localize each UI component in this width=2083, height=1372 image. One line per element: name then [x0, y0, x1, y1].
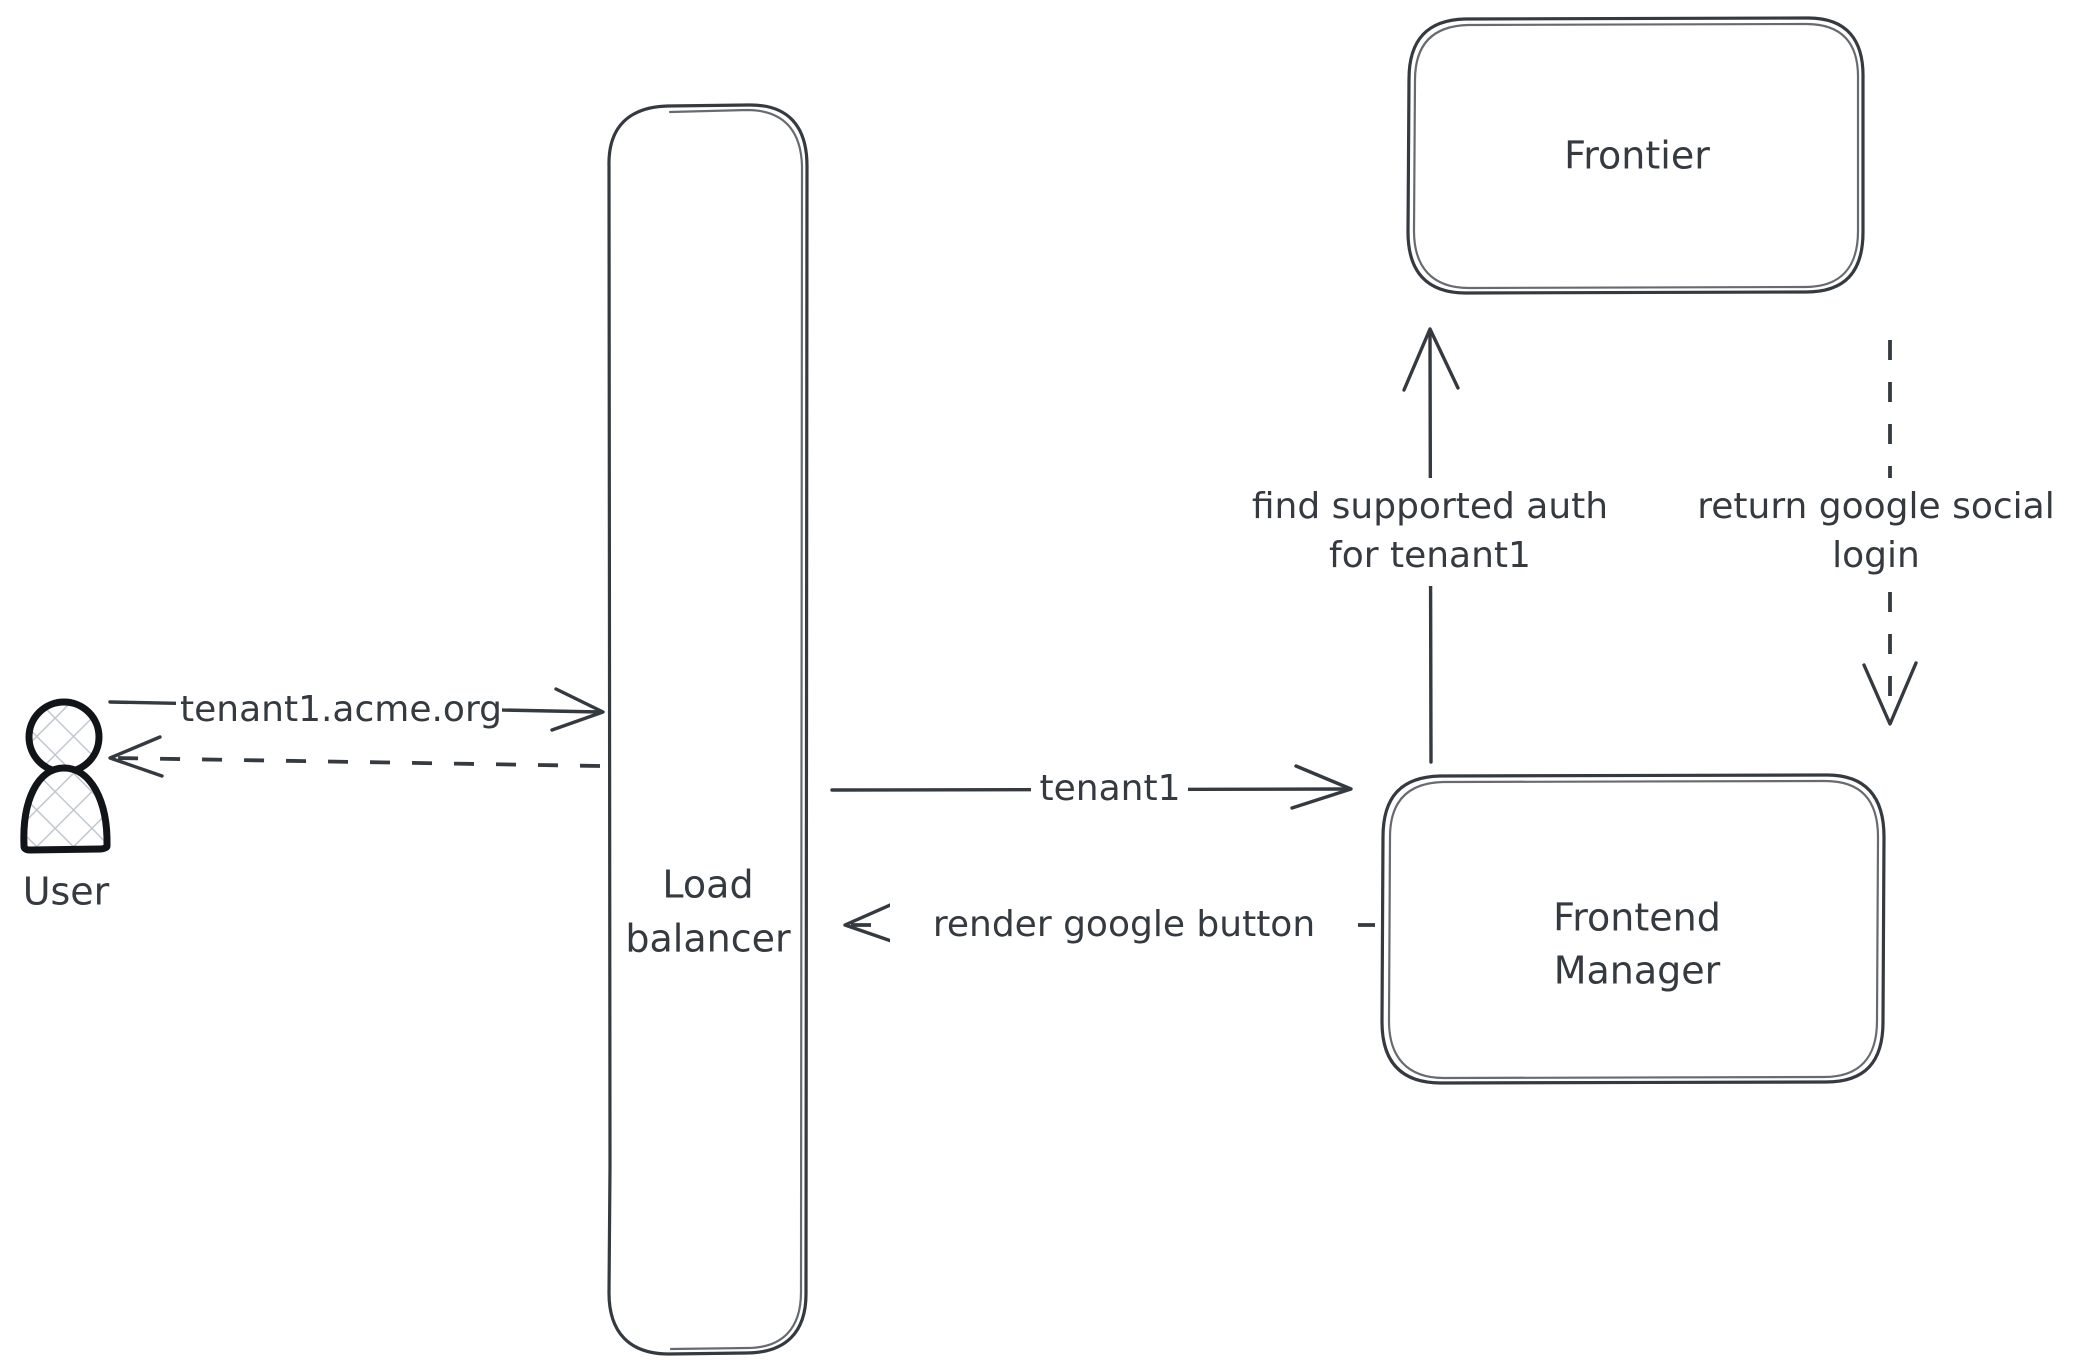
node-frontend-manager[interactable]: Frontend Manager [1380, 773, 1886, 1085]
edge-lb-to-fm-label-bg [1031, 763, 1188, 815]
frontier-outline [1406, 16, 1865, 295]
actor-user[interactable]: User [20, 698, 111, 914]
load-balancer-outline-sketch [668, 108, 804, 1351]
edge-frontend-manager-to-load-balancer[interactable]: render google button [843, 898, 1375, 952]
edge-load-balancer-to-frontend-manager[interactable]: tenant1 [830, 763, 1353, 815]
node-frontier[interactable]: Frontier [1406, 16, 1865, 295]
frontier-label: Frontier [1564, 134, 1710, 178]
actor-user-label: User [23, 870, 110, 914]
frontier-outline-sketch [1412, 22, 1860, 290]
load-balancer-outline [607, 103, 809, 1356]
person-icon-head [25, 698, 103, 776]
edge-frontier-to-fm-label-bg [1669, 478, 2083, 586]
edge-lb-to-user-arrowhead [108, 735, 164, 778]
node-load-balancer[interactable]: Load balancer [607, 103, 809, 1356]
frontend-manager-outline [1380, 773, 1886, 1085]
edge-fm-to-lb-label-bg [890, 898, 1358, 952]
frontend-manager-label-line1: Frontend [1553, 896, 1721, 940]
edge-fm-to-frontier-label-line2: for tenant1 [1329, 535, 1531, 576]
edge-frontend-manager-to-frontier[interactable]: find supported auth for tenant1 [1222, 327, 1631, 764]
edge-user-to-lb-label-bg [176, 683, 502, 735]
edge-frontier-to-fm-label-line2: login [1832, 535, 1920, 576]
edge-lb-to-fm-arrowhead [1290, 764, 1353, 810]
frontend-manager-label-line2: Manager [1554, 949, 1721, 993]
edge-fm-to-lb-label: render google button [933, 904, 1315, 945]
edge-lb-to-user-line [114, 756, 601, 768]
edge-frontier-to-frontend-manager[interactable]: return google social login [1669, 340, 2083, 726]
frontend-manager-outline-sketch [1387, 779, 1880, 1080]
edge-frontier-to-fm-label-line1: return google social [1697, 486, 2055, 527]
edge-fm-to-frontier-arrowhead [1402, 327, 1460, 392]
edge-fm-to-lb-arrowhead [843, 900, 902, 946]
load-balancer-label-line1: Load [662, 863, 753, 907]
edge-user-to-lb-label: tenant1.acme.org [180, 689, 502, 730]
edge-fm-to-frontier-label-line1: find supported auth [1252, 486, 1608, 527]
edge-user-to-load-balancer[interactable]: tenant1.acme.org [108, 683, 605, 735]
edge-fm-to-frontier-label-bg [1222, 478, 1631, 586]
edge-frontier-to-fm-arrowhead [1862, 661, 1918, 726]
load-balancer-label-line2: balancer [625, 917, 791, 961]
edge-load-balancer-to-user[interactable] [108, 735, 601, 778]
edge-user-to-lb-arrowhead [550, 687, 605, 732]
edge-lb-to-fm-label: tenant1 [1040, 768, 1181, 809]
person-icon-body [20, 764, 111, 854]
